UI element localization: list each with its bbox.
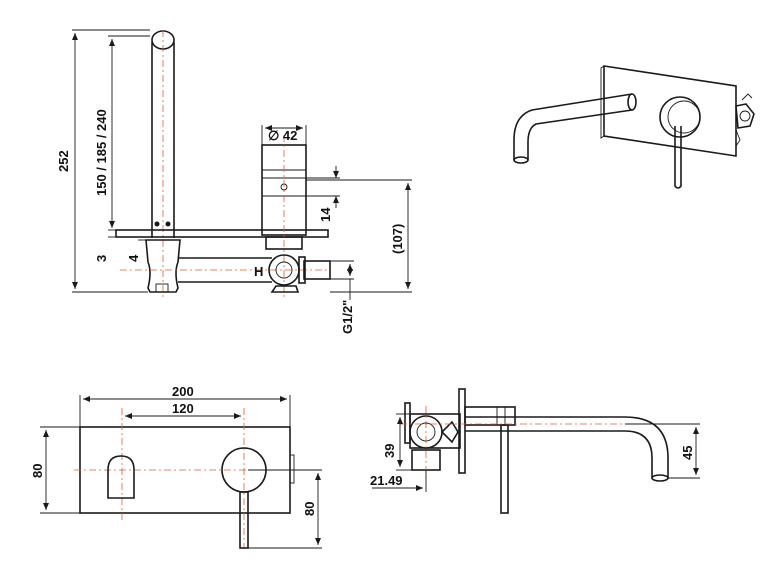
inlet-3d [735,103,755,129]
wall-plate-side [115,229,329,238]
dim-handle-diameter: ∅ 42 [268,128,297,143]
lever-front [239,491,249,549]
spout-base [145,239,181,293]
wall-plate-3d [603,65,737,157]
spout-front [107,455,135,499]
dim-inlet-offset: 21.49 [370,473,403,488]
connecting-pipe [178,257,272,283]
lever-3d [674,126,682,189]
dim-lever-length: 80 [302,502,317,516]
dim-collar: 14 [318,207,333,222]
dim-plate-width: 200 [172,384,194,399]
top-view: 39 21.49 45 [370,388,700,514]
perspective-view [513,65,755,189]
dim-total-height: 252 [56,150,71,172]
dim-offset: 4 [126,254,141,262]
dim-plate-thickness: 3 [94,255,109,262]
spout-top [465,416,669,478]
dim-spout-drop: 45 [680,446,695,460]
dim-thread: G1/2" [340,300,355,334]
dim-center-distance: 120 [172,401,194,416]
dim-spout-heights: 150 / 185 / 240 [94,109,109,196]
hot-mark: H [254,264,263,279]
front-view: 200 120 80 80 [30,384,322,549]
lever-top [500,424,509,514]
handle-3d [659,96,701,138]
dim-plate-height: 80 [30,464,45,478]
threaded-inlet [303,260,331,280]
dim-body-depth: 39 [382,444,397,458]
side-view: H 252 150 / 185 / 240 3 4 [56,29,412,334]
spout-tube [151,42,175,238]
dim-body-height: (107) [390,224,405,254]
spout-3d [513,93,633,160]
